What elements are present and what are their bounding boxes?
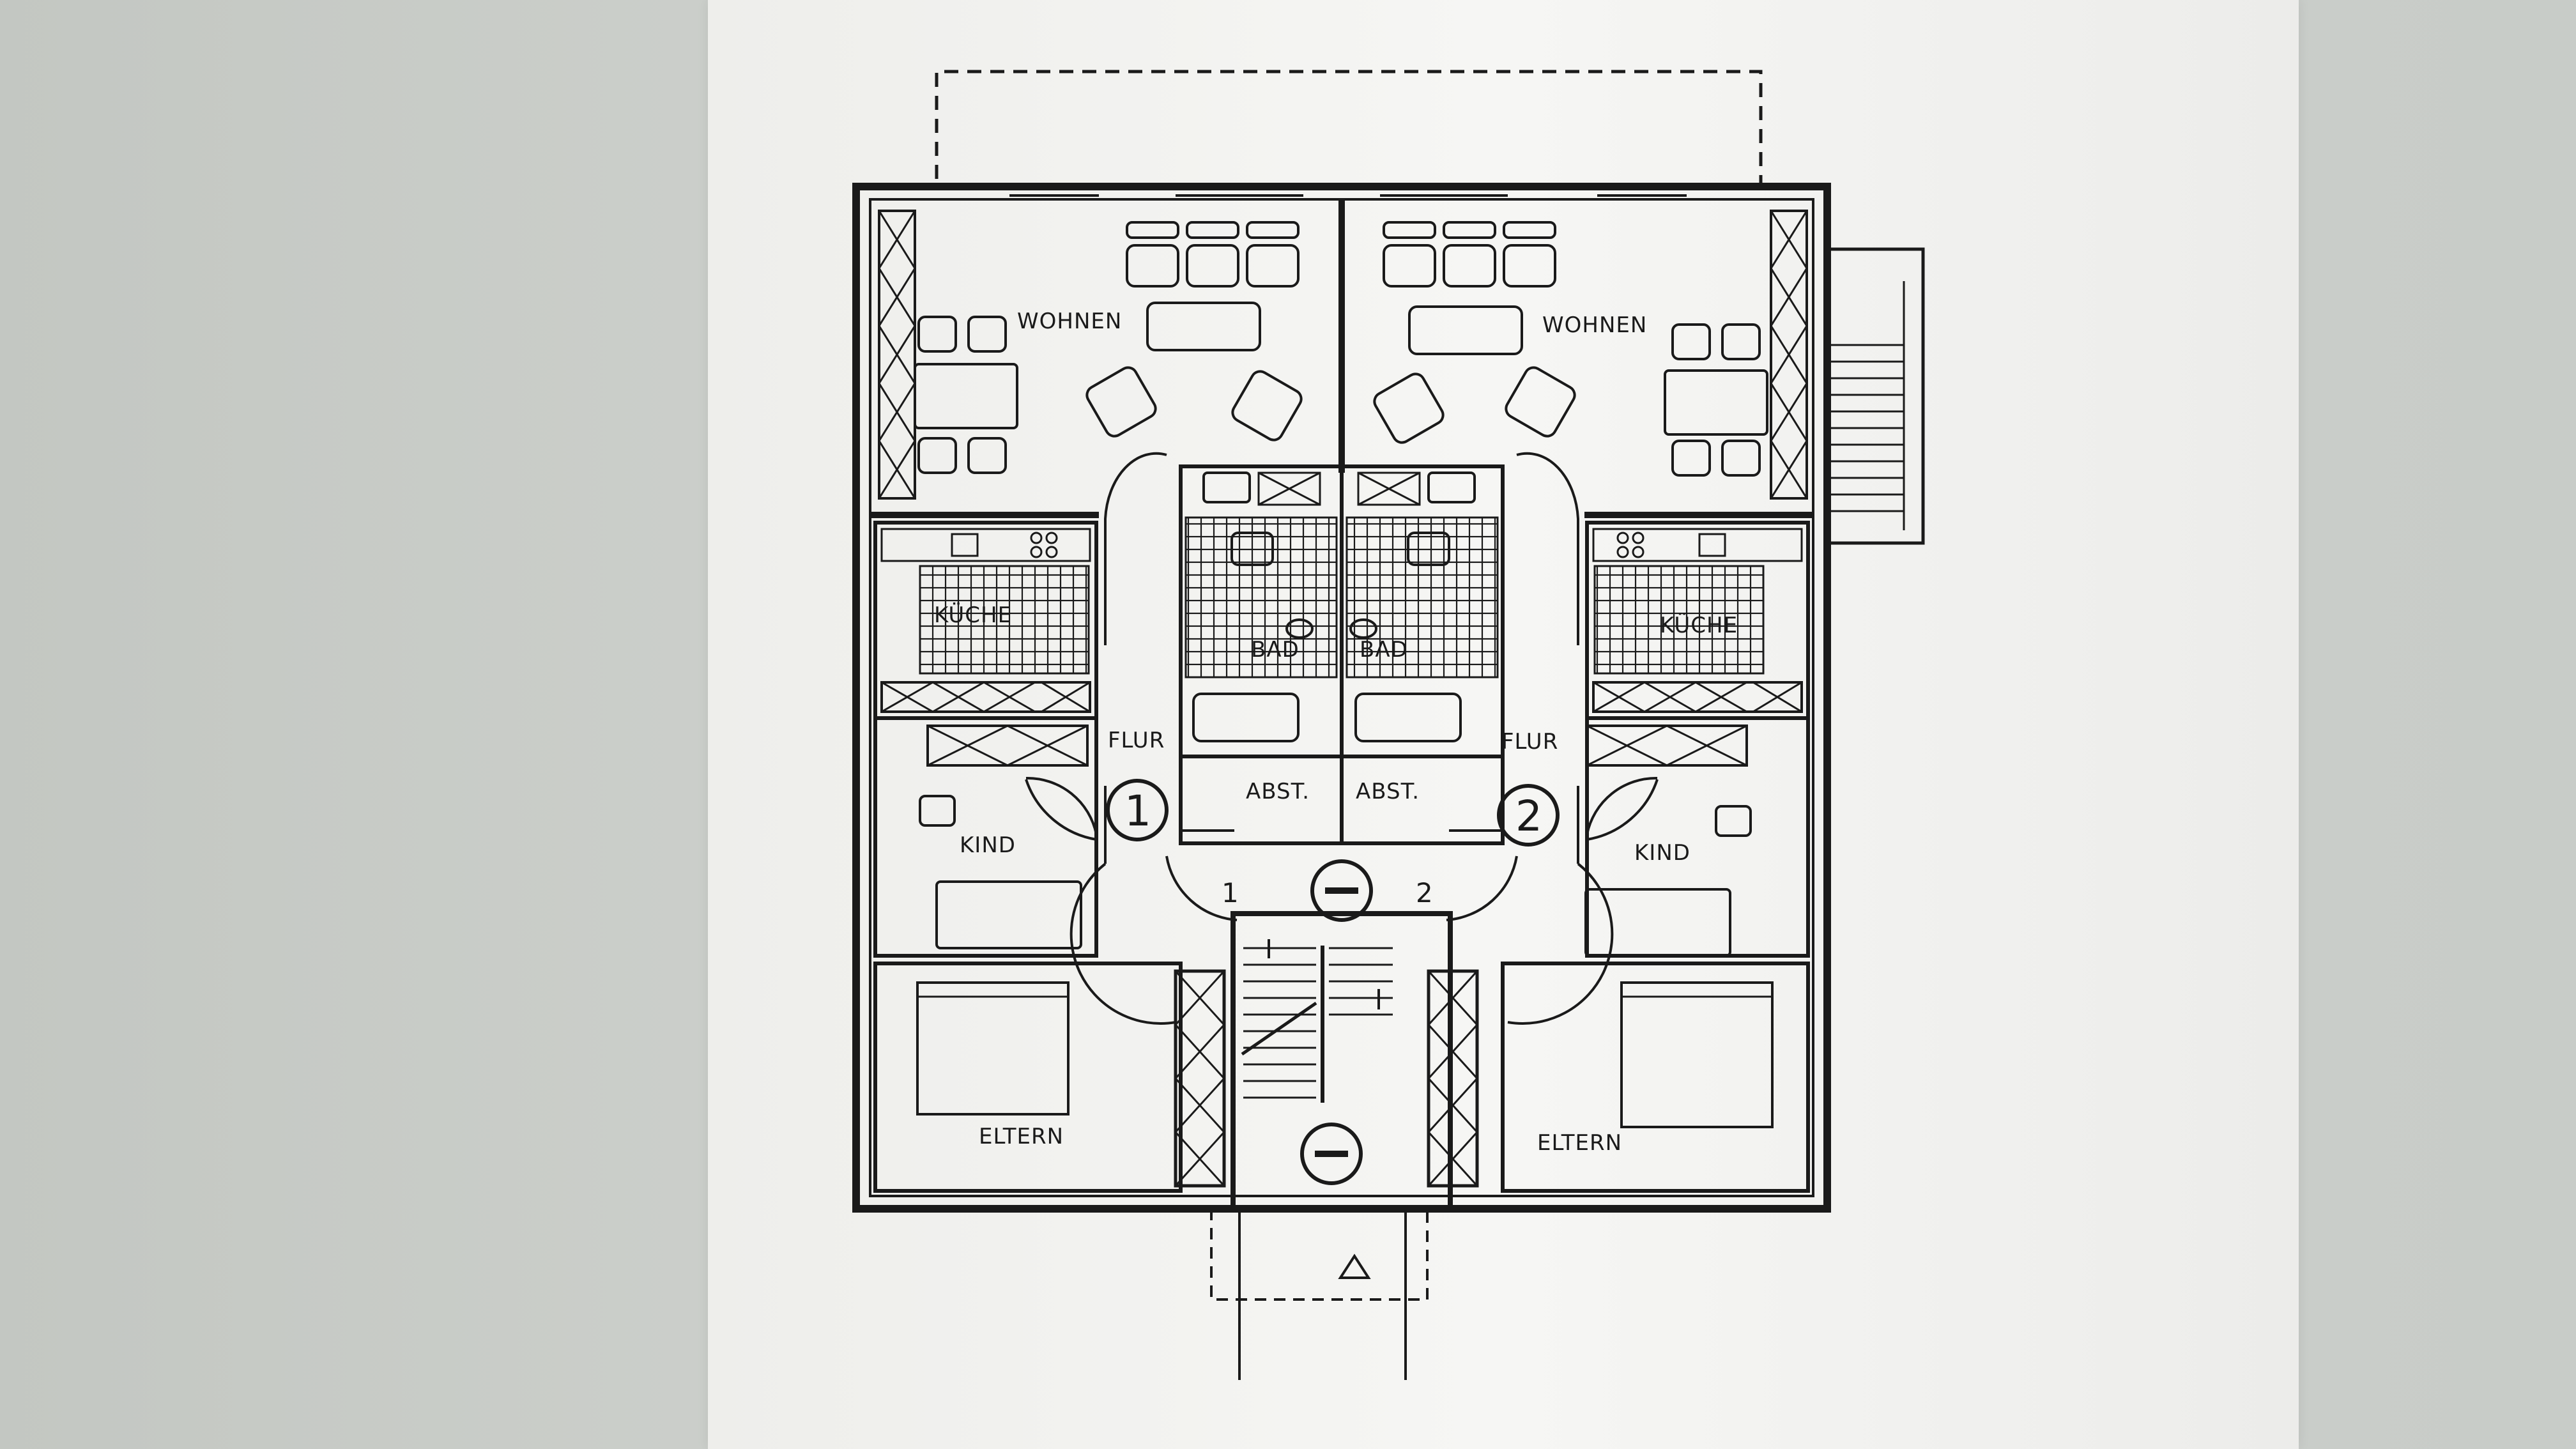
label-kind-right: KIND xyxy=(1634,840,1690,866)
wohnen-right-shelf xyxy=(1770,210,1808,500)
balcony-outline xyxy=(935,70,1763,185)
staircase-core xyxy=(1230,911,1453,1210)
wohnen-left-shelf xyxy=(878,210,916,500)
label-wohnen-right: WOHNEN xyxy=(1542,312,1647,338)
bathtub-right xyxy=(1354,693,1462,742)
sofa-left xyxy=(1126,221,1300,351)
kuche-left-tiles xyxy=(919,565,1090,675)
bed-eltern-right xyxy=(1620,981,1774,1128)
balcony-right xyxy=(1825,247,1925,545)
label-wohnen-left: WOHNEN xyxy=(1017,309,1122,334)
minus-marker-top xyxy=(1310,859,1373,922)
bed-kind-right xyxy=(1584,888,1731,957)
label-bad-right: BAD xyxy=(1360,637,1408,663)
bed-eltern-left xyxy=(916,981,1070,1116)
label-unit-2: 2 xyxy=(1515,792,1542,841)
armchairs-left xyxy=(1085,366,1303,441)
entrance-canopy xyxy=(1210,1209,1429,1301)
kind-right xyxy=(1585,716,1810,958)
label-bad-left: BAD xyxy=(1251,637,1300,663)
bed-kind-left xyxy=(935,880,1082,949)
wardrobe-eltern-left xyxy=(1174,969,1226,1188)
minus-marker-bottom xyxy=(1300,1123,1363,1185)
label-abst-left: ABST. xyxy=(1246,779,1310,804)
balcony-stairs xyxy=(1827,281,1905,530)
eltern-right xyxy=(1501,962,1810,1193)
label-eltern-left: ELTERN xyxy=(979,1124,1064,1149)
label-kuche-right: KÜCHE xyxy=(1660,612,1738,638)
triangle-up-icon xyxy=(1338,1254,1371,1279)
flur-right-arc xyxy=(1516,452,1579,645)
kuche-right-tiles xyxy=(1593,565,1765,675)
label-door-2: 2 xyxy=(1416,877,1433,908)
landing-door-right xyxy=(1446,855,1518,921)
label-abst-right: ABST. xyxy=(1356,779,1420,804)
dining-right xyxy=(1664,323,1768,477)
flur-left-arc xyxy=(1104,452,1167,645)
sofa-right xyxy=(1383,221,1556,355)
eltern-left xyxy=(873,962,1183,1193)
bathtub-left xyxy=(1192,693,1300,742)
stair-break-line xyxy=(1241,1001,1317,1056)
kind-left xyxy=(873,716,1098,958)
label-eltern-right: ELTERN xyxy=(1537,1130,1622,1156)
unit-1-marker xyxy=(1106,779,1169,841)
label-flur-left: FLUR xyxy=(1108,728,1165,753)
armchairs-right xyxy=(1373,366,1576,444)
label-door-1: 1 xyxy=(1222,877,1239,908)
landing-door-left xyxy=(1165,855,1238,921)
stair-treads xyxy=(1243,947,1393,1099)
unit-2-marker xyxy=(1497,784,1560,847)
label-flur-right: FLUR xyxy=(1501,729,1558,755)
dining-left xyxy=(914,316,1018,474)
label-kind-left: KIND xyxy=(960,832,1016,858)
label-kuche-left: KÜCHE xyxy=(934,602,1012,628)
label-unit-1: 1 xyxy=(1124,786,1151,836)
